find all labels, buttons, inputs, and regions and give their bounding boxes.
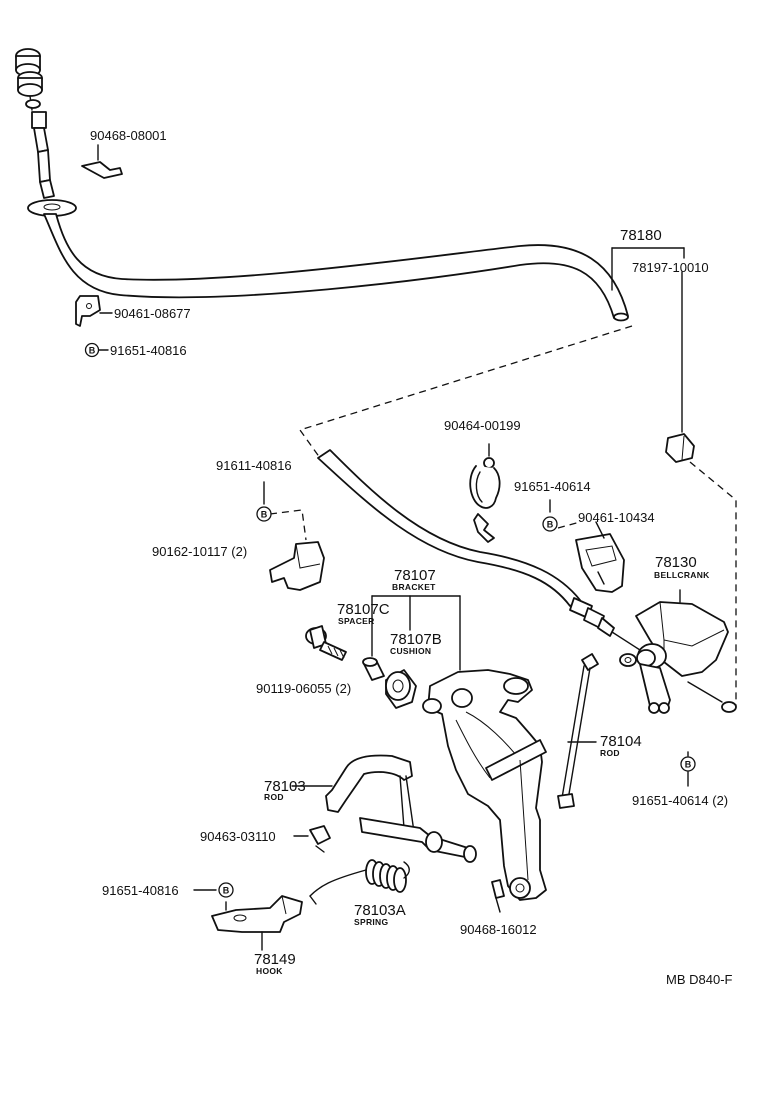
cushion-78107B (385, 669, 417, 709)
label-90468-08001: 90468-08001 (90, 128, 167, 143)
label-90461-10434: 90461-10434 (578, 510, 655, 525)
label-bellcrank: BELLCRANK (654, 570, 710, 580)
label-91651-40614-2: 91651-40614 (2) (632, 793, 728, 808)
bolt-marker-91651-40614-2: B (680, 751, 696, 787)
bracket-90162-10117: B (256, 481, 325, 591)
svg-text:B: B (89, 346, 96, 356)
label-91611-40816: 91611-40816 (216, 458, 292, 473)
label-78103: 78103 (264, 778, 306, 795)
svg-text:B: B (261, 510, 268, 520)
label-78197-10010: 78197-10010 (632, 260, 709, 275)
bracket-78107 (371, 595, 547, 901)
label-90162-10117: 90162-10117 (2) (152, 544, 247, 559)
diagram-id: MB D840-F (666, 972, 733, 987)
label-78107: 78107 (394, 567, 436, 584)
label-78107B: 78107B (390, 631, 442, 648)
label-90468-16012: 90468-16012 (460, 922, 537, 937)
label-rod-78103: ROD (264, 792, 284, 802)
bolt-90119-06055 (305, 625, 347, 661)
label-90461-08677: 90461-08677 (114, 306, 191, 321)
label-91651-40816-top: 91651-40816 (110, 343, 187, 358)
pin-90468-16012 (491, 879, 505, 913)
clip-90468-08001 (81, 144, 123, 179)
label-90463-03110: 90463-03110 (200, 829, 276, 844)
label-78130: 78130 (655, 554, 697, 571)
label-cushion: CUSHION (390, 646, 431, 656)
spring-78103A (309, 859, 410, 905)
label-78180: 78180 (620, 227, 662, 244)
bolt-marker-91651-40614: B (542, 499, 581, 532)
cable-continuation (298, 325, 641, 651)
label-78104: 78104 (600, 733, 642, 750)
label-spring: SPRING (354, 917, 388, 927)
svg-text:B: B (685, 760, 692, 770)
hook-78149: B (193, 882, 303, 933)
clamp-90461-10434 (575, 521, 625, 593)
label-78107C: 78107C (337, 601, 390, 618)
label-78149: 78149 (254, 951, 296, 968)
label-90464-00199: 90464-00199 (444, 418, 521, 433)
label-hook: HOOK (256, 966, 283, 976)
label-90119-06055: 90119-06055 (2) (256, 681, 351, 696)
clamp-90461-08677 (75, 295, 113, 327)
retainer-90464-00199 (469, 443, 501, 543)
leader-78180 (611, 247, 685, 291)
label-rod-78104: ROD (600, 748, 620, 758)
label-91651-40614: 91651-40614 (514, 479, 591, 494)
clip-90463-03110 (293, 825, 331, 853)
labels: 90468-08001 78180 78197-10010 90461-0867… (84, 128, 733, 987)
bellcrank-78130 (619, 589, 737, 714)
label-91651-40816-bot: 91651-40816 (102, 883, 179, 898)
cable-assembly-78180 (15, 48, 629, 322)
grommet-78197-10010 (665, 271, 737, 706)
label-bracket: BRACKET (392, 582, 436, 592)
rod-78104 (557, 653, 599, 809)
label-78103A: 78103A (354, 902, 406, 919)
rod-78103 (291, 754, 477, 863)
label-spacer: SPACER (338, 616, 375, 626)
spacer-78107C (362, 595, 385, 681)
svg-text:B: B (223, 886, 230, 896)
svg-text:B: B (547, 520, 554, 530)
